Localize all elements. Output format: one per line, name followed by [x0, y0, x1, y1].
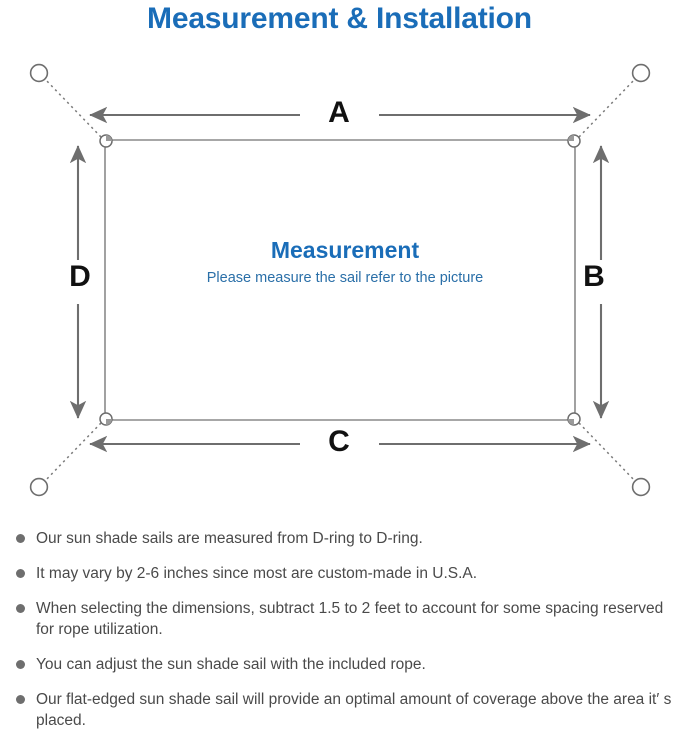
diagram-center-subtitle: Please measure the sail refer to the pic… [206, 270, 484, 286]
bullet-icon [16, 569, 25, 578]
rope-line-bottom-right-icon [578, 422, 638, 484]
list-item: When selecting the dimensions, subtract … [8, 598, 679, 640]
note-text: Our sun shade sails are measured from D-… [36, 530, 423, 547]
d-ring-top-right-fill [568, 135, 574, 141]
sail-body-outline [104, 139, 576, 421]
rope-line-bottom-left-icon [42, 422, 102, 484]
note-text: When selecting the dimensions, subtract … [36, 600, 664, 638]
list-item: You can adjust the sun shade sail with t… [8, 654, 679, 675]
d-ring-bottom-left-fill [106, 419, 112, 425]
diagram-center-heading: Measurement [270, 237, 420, 263]
anchor-point-top-right-icon [631, 63, 651, 83]
note-text: You can adjust the sun shade sail with t… [36, 656, 426, 673]
diagram-center-text: Measurement Please measure the sail refe… [110, 235, 580, 288]
d-ring-top-left-fill [106, 135, 112, 141]
page-title: Measurement & Installation [147, 2, 532, 35]
note-text: Our flat-edged sun shade sail will provi… [36, 691, 672, 729]
bullet-icon [16, 534, 25, 543]
bullet-icon [16, 695, 25, 704]
bullet-icon [16, 604, 25, 613]
anchor-point-top-left-icon [29, 63, 49, 83]
note-text: It may vary by 2-6 inches since most are… [36, 565, 478, 582]
rope-line-top-right-icon [578, 76, 638, 138]
list-item: Our sun shade sails are measured from D-… [8, 528, 679, 549]
dimension-label-d: D [69, 260, 91, 293]
list-item: It may vary by 2-6 inches since most are… [8, 563, 679, 584]
measurement-diagram-svg [29, 63, 651, 497]
list-item: Our flat-edged sun shade sail will provi… [8, 689, 679, 731]
anchor-point-bottom-right-icon [631, 477, 651, 497]
dimension-label-b: B [583, 260, 605, 293]
d-ring-bottom-right-fill [568, 419, 574, 425]
anchor-point-bottom-left-icon [29, 477, 49, 497]
notes-list: Our sun shade sails are measured from D-… [8, 528, 679, 745]
measurement-diagram: A B C D Measurement Please measure the s… [0, 48, 679, 518]
bullet-icon [16, 660, 25, 669]
rope-line-top-left-icon [42, 76, 102, 138]
dimension-label-a: A [328, 96, 350, 129]
dimension-label-c: C [328, 425, 350, 458]
